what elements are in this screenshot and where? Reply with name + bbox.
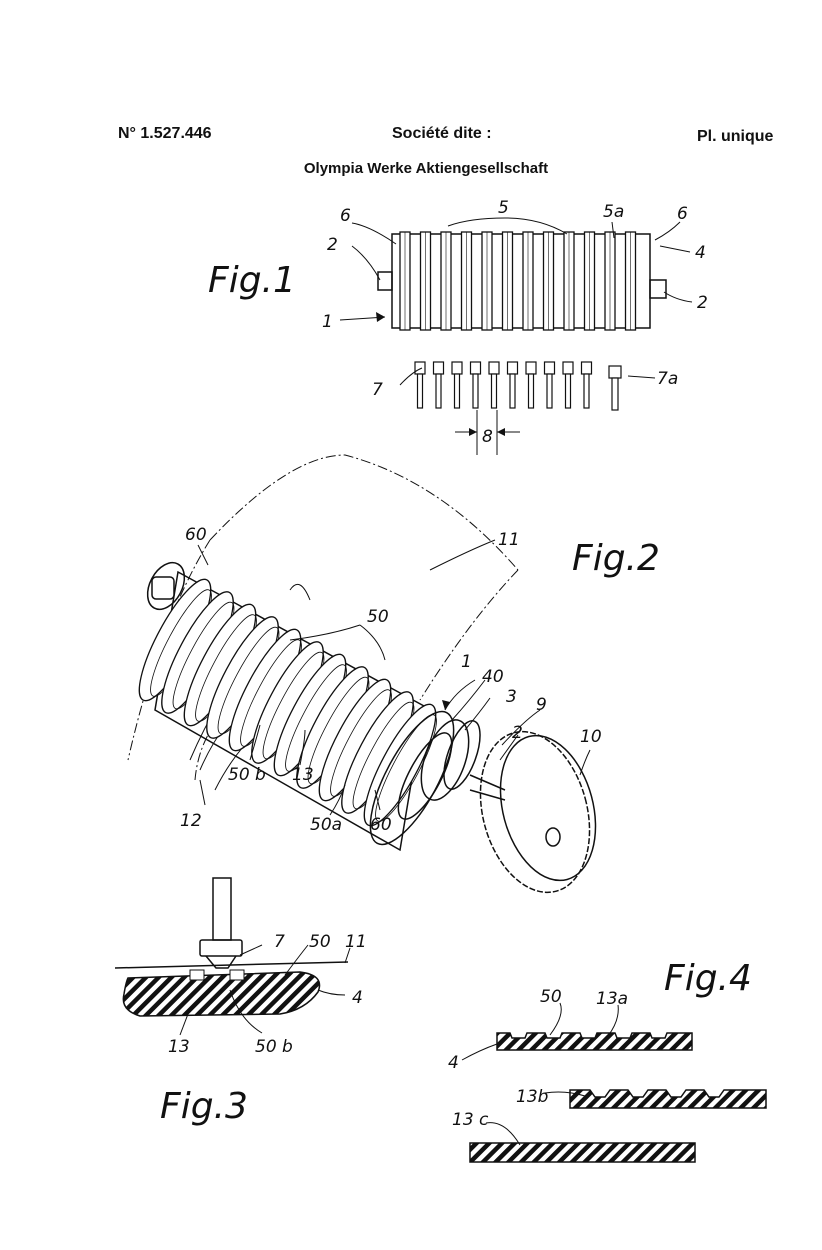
fig1-pin-shaft	[472, 373, 479, 409]
fig1-pin-shaft	[509, 373, 516, 409]
fig2-label-2: 2	[512, 723, 523, 743]
fig1-pin-head-7a	[608, 365, 622, 379]
fig1-pin-shaft	[435, 373, 442, 409]
fig2-label-40: 40	[482, 667, 504, 687]
fig1-label-8: 8	[482, 427, 493, 447]
fig1-pin-head	[525, 361, 537, 375]
fig2-label-3: 3	[506, 687, 517, 707]
fig3-label-4: 4	[352, 988, 363, 1008]
fig4-profile-13a	[496, 1032, 693, 1051]
fig1-label-2-right: 2	[697, 293, 708, 313]
fig4-title: Fig.4	[664, 958, 752, 999]
fig1-pin-head	[562, 361, 574, 375]
fig4-leaders	[461, 1002, 619, 1146]
fig4-label-13c: 13 c	[452, 1110, 489, 1130]
fig1-pin-shaft	[546, 373, 553, 409]
fig1-roller-drawing	[339, 217, 693, 331]
fig2-label-50a: 50a	[310, 815, 342, 835]
fig1-pin-head	[414, 361, 426, 375]
fig1-label-5: 5	[498, 198, 509, 218]
fig4-label-4: 4	[448, 1053, 459, 1073]
fig2-leaders	[197, 539, 591, 816]
fig3-section	[114, 877, 351, 1036]
fig2-label-10: 10	[580, 727, 602, 747]
fig2-label-9: 9	[536, 695, 547, 715]
fig3-label-50b: 50 b	[255, 1037, 293, 1057]
fig1-label-7a: 7a	[657, 369, 678, 389]
fig1-pin-shaft	[564, 373, 572, 409]
fig1-pin-head	[580, 361, 593, 375]
fig1-pin-shaft	[583, 373, 590, 409]
fig2-label-50: 50	[367, 607, 389, 627]
fig2-platen-roller	[138, 561, 455, 852]
fig2-label-50b: 50 b	[228, 765, 266, 785]
fig2-title: Fig.2	[572, 538, 660, 579]
fig4-label-50: 50	[540, 987, 562, 1007]
fig1-pin-head	[451, 361, 463, 375]
company-label: Société dite :	[392, 125, 492, 142]
fig2-label-11: 11	[498, 530, 520, 550]
fig2-label-13: 13	[292, 765, 314, 785]
fig3-title: Fig.3	[160, 1086, 248, 1127]
fig1-label-6-left: 6	[340, 206, 351, 226]
fig1-pin-head	[488, 361, 500, 375]
fig1-pin-shaft	[527, 373, 535, 409]
fig2-ring-inner	[375, 714, 437, 822]
fig1-label-7: 7	[372, 380, 383, 400]
fig1-pin-shaft	[416, 373, 424, 409]
fig1-label-4: 4	[695, 243, 706, 263]
fig1-pin-shaft-7a	[611, 377, 619, 411]
fig1-pin-shaft	[453, 373, 461, 409]
fig4-profile-13c	[469, 1142, 696, 1163]
fig2-drive-gears	[420, 719, 597, 894]
fig2-label-12: 12	[180, 811, 202, 831]
fig1-label-1: 1	[322, 312, 333, 332]
fig1-pin-head	[506, 361, 519, 375]
fig1-pin-head	[469, 361, 482, 375]
fig1-pin-row	[414, 361, 622, 411]
plate-label: Pl. unique	[697, 128, 774, 145]
fig1-label-2-left: 2	[327, 235, 338, 255]
fig4-profile-13b	[569, 1089, 767, 1109]
fig1-pin-shaft	[490, 373, 498, 409]
fig1-pin-pitch	[399, 367, 656, 455]
fig2-label-60-top: 60	[185, 525, 207, 545]
fig3-label-50: 50	[309, 932, 331, 952]
fig4-label-13b: 13b	[516, 1087, 548, 1107]
fig2-label-60-bottom: 60	[370, 815, 392, 835]
fig1-label-6-right: 6	[677, 204, 688, 224]
fig2-label-1: 1	[461, 652, 472, 672]
fig1-pin-head	[432, 361, 445, 375]
fig1-label-5a: 5a	[603, 202, 624, 222]
fig1-pin-head	[543, 361, 556, 375]
fig3-label-11: 11	[345, 932, 367, 952]
fig3-label-7: 7	[274, 932, 285, 952]
fig1-title: Fig.1	[208, 260, 296, 301]
fig4-label-13a: 13a	[596, 989, 628, 1009]
fig3-label-13: 13	[168, 1037, 190, 1057]
patent-number: N° 1.527.446	[118, 125, 212, 142]
company-name: Olympia Werke Aktiengesellschaft	[303, 160, 549, 177]
fig2-ring	[363, 703, 437, 827]
